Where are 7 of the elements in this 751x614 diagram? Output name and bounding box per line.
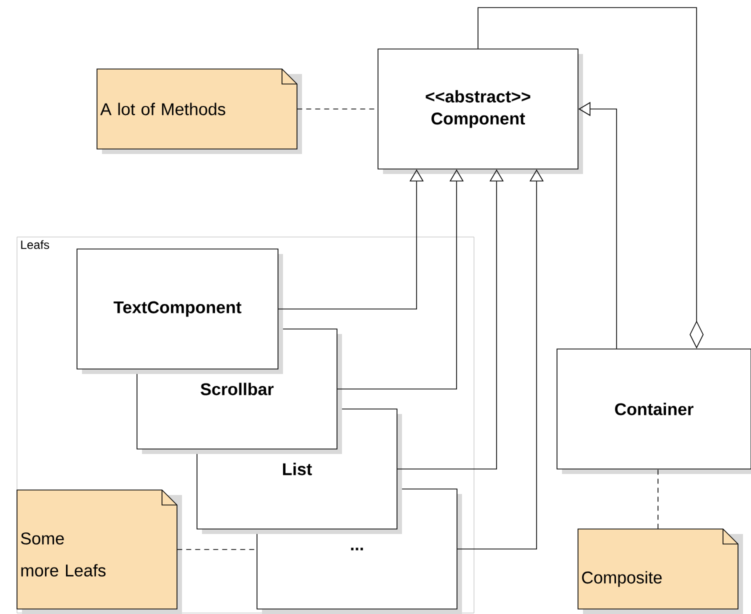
class-box: Container: [556, 348, 751, 474]
class-box: TextComponent: [76, 248, 283, 374]
class-box: <<abstract>> Component: [378, 48, 583, 174]
dashed-connector: [176, 549, 257, 550]
note: Composite: [578, 528, 743, 614]
note: A lot of Methods: [96, 68, 302, 154]
note: Some more Leafs: [16, 490, 182, 614]
